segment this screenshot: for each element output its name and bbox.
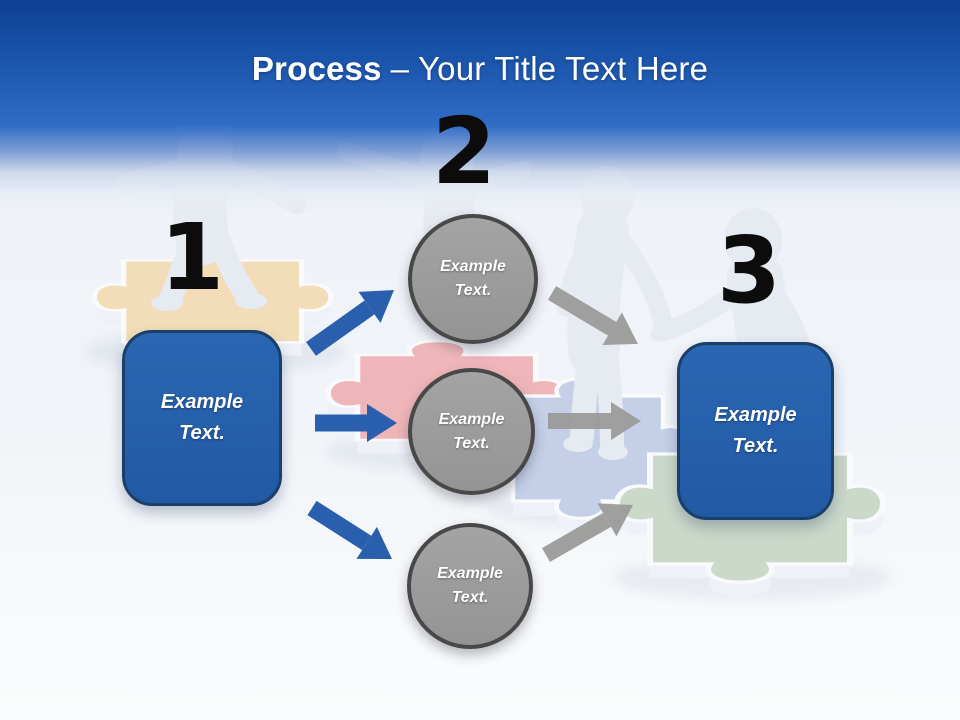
- header-gradient-band: [0, 0, 960, 215]
- step2-circle-top: Example Text.: [408, 214, 538, 344]
- step2-circle-top-label: Example Text.: [440, 258, 506, 299]
- arrow-gray-up: [542, 503, 633, 562]
- arrow-gray-down: [547, 286, 638, 345]
- slide-title-rest: – Your Title Text Here: [390, 50, 709, 87]
- slide-title-emphasis: Process: [251, 50, 382, 87]
- slide-title: Process– Your Title Text Here: [0, 50, 960, 88]
- step3-text-label: Example Text.: [714, 404, 797, 457]
- step2-circle-middle-label: Example Text.: [438, 410, 505, 452]
- step2-circle-bottom: Example Text.: [407, 523, 533, 649]
- arrow-blue-down: [307, 500, 392, 559]
- arrow-gray-middle: [548, 402, 641, 440]
- step-number-2: 2: [432, 98, 497, 205]
- step1-text-box: Example Text.: [122, 330, 282, 506]
- step3-text-box: Example Text.: [677, 342, 834, 520]
- arrow-blue-middle: [315, 404, 397, 442]
- arrow-blue-up: [306, 290, 394, 356]
- step2-circle-bottom-label: Example Text.: [437, 565, 503, 606]
- step2-circle-middle: Example Text.: [408, 368, 535, 495]
- step-number-1: 1: [160, 204, 225, 311]
- step1-text-label: Example Text.: [160, 391, 244, 444]
- step-number-3: 3: [717, 217, 782, 324]
